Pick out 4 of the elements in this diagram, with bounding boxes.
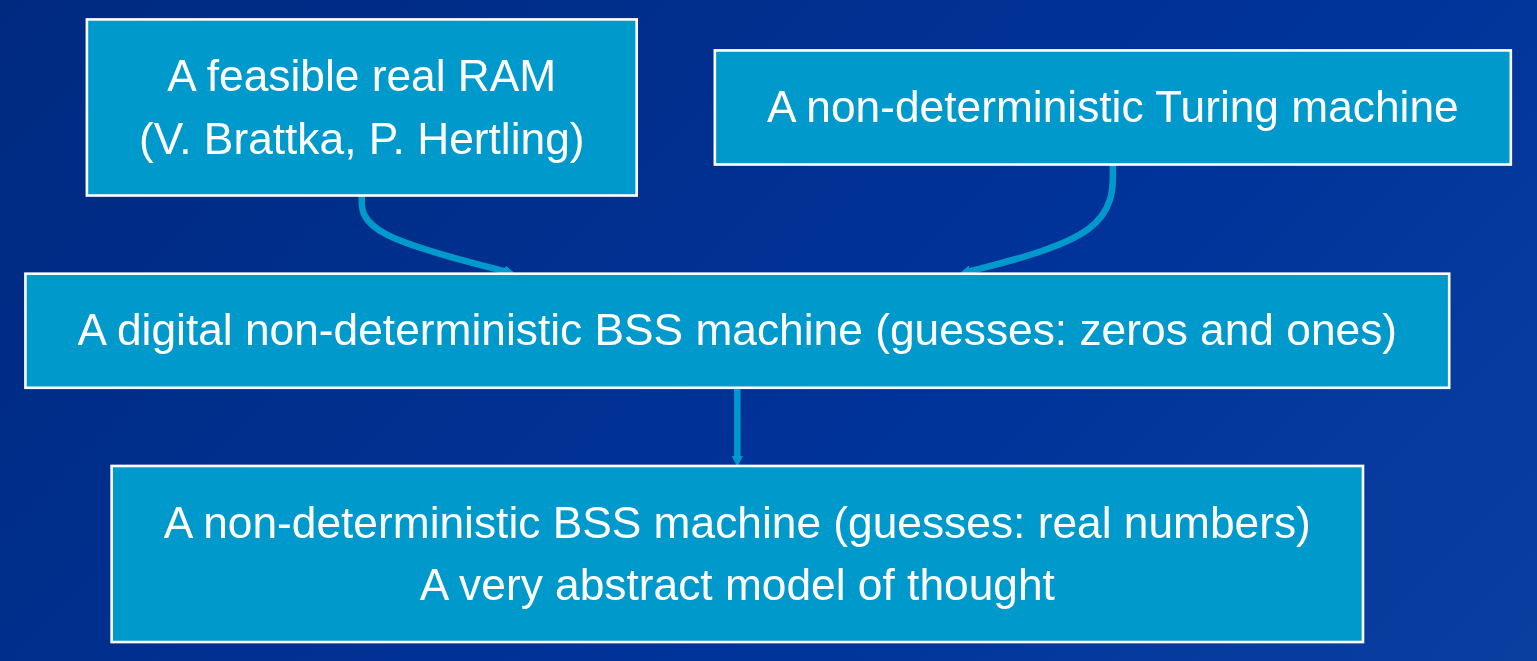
node-box: A non-deterministic BSS machine (guesses: real numbers) A very abstract model of thought <box>110 464 1365 644</box>
node-box: A non-deterministic Turing machine <box>713 48 1513 166</box>
node-box: A digital non-deterministic BSS machine (guesses: zeros and ones) <box>24 272 1451 389</box>
node-box: A feasible real RAM (V. Brattka, P. Hertling) <box>85 17 639 197</box>
